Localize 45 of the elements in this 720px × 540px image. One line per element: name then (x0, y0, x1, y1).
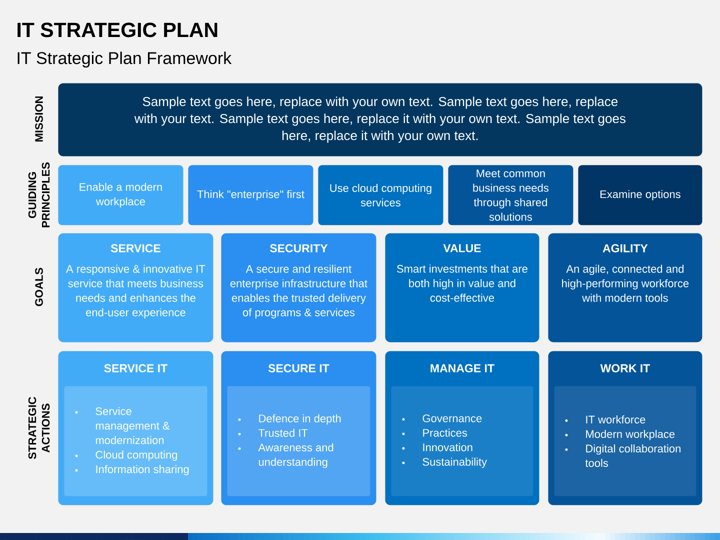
list-item: Information sharing (96, 465, 189, 476)
page-title: IT STRATEGIC PLAN (18, 22, 218, 38)
mission-banner: Sample text goes here, replace with your own text. Sample text goes here, replace with your text. Sample text goes here, replace it with your own text. Sample text goes here, replace it with your own text. (58, 83, 702, 156)
card-heading: MANAGE IT (430, 364, 494, 372)
principle-box: Use cloud computing services (318, 165, 444, 226)
list-item: Awareness and understanding (258, 443, 334, 468)
list-item: Governance (422, 414, 482, 422)
goal-card (58, 233, 214, 342)
page-subtitle: IT Strategic Plan Framework (18, 52, 232, 68)
list-item: Cloud computing (96, 450, 178, 461)
list-item: Modern workplace (586, 430, 675, 440)
card-description: A secure and resilient enterprise infrastructure that enables the trusted delivery of programs & services (230, 264, 368, 318)
card-description: Smart investments that are both high in value and cost-effective (396, 264, 528, 302)
row-label: GUIDING PRINCIPLES (28, 162, 50, 228)
card-heading: SECURITY (270, 244, 328, 252)
goal-card (221, 233, 376, 342)
goal-card (548, 233, 702, 342)
list-item: Service management & modernization (96, 407, 170, 444)
card-heading: SERVICE IT (104, 364, 168, 372)
bullet-panel (391, 386, 534, 496)
list-item: Trusted IT (258, 428, 308, 437)
bullet-panel (64, 386, 208, 496)
goal-card (385, 233, 540, 342)
card-heading: WORK IT (600, 364, 650, 372)
card-heading: SECURE IT (268, 364, 330, 372)
principle-box: Enable a modern workplace (58, 165, 184, 226)
bullet-panel (227, 386, 370, 496)
card-heading: VALUE (443, 244, 481, 252)
list-item: IT workforce (586, 415, 646, 424)
list-item: Innovation (423, 443, 472, 452)
card-description: A responsive & innovative IT service that meets business needs and enhances the end-user experience (66, 264, 206, 318)
principle-box: Think "enterprise" first (188, 165, 314, 226)
bullet-panel (554, 386, 696, 496)
card-heading: AGILITY (602, 244, 648, 252)
list-item: Defence in depth (259, 414, 341, 425)
row-label: MISSION (35, 96, 43, 142)
row-label: GOALS (35, 268, 43, 306)
list-item: Digital collaboration tools (585, 444, 680, 467)
card-heading: SERVICE (110, 244, 160, 252)
list-item: Sustainability (422, 458, 487, 468)
principle-box: Examine options (578, 165, 702, 226)
principle-box: Meet common business needs through shared solutions (448, 165, 574, 226)
row-label: STRATEGIC ACTIONS (28, 396, 50, 460)
list-item: Practices (423, 428, 468, 437)
card-description: An agile, connected and high-performing workforce with modern tools (562, 264, 689, 302)
